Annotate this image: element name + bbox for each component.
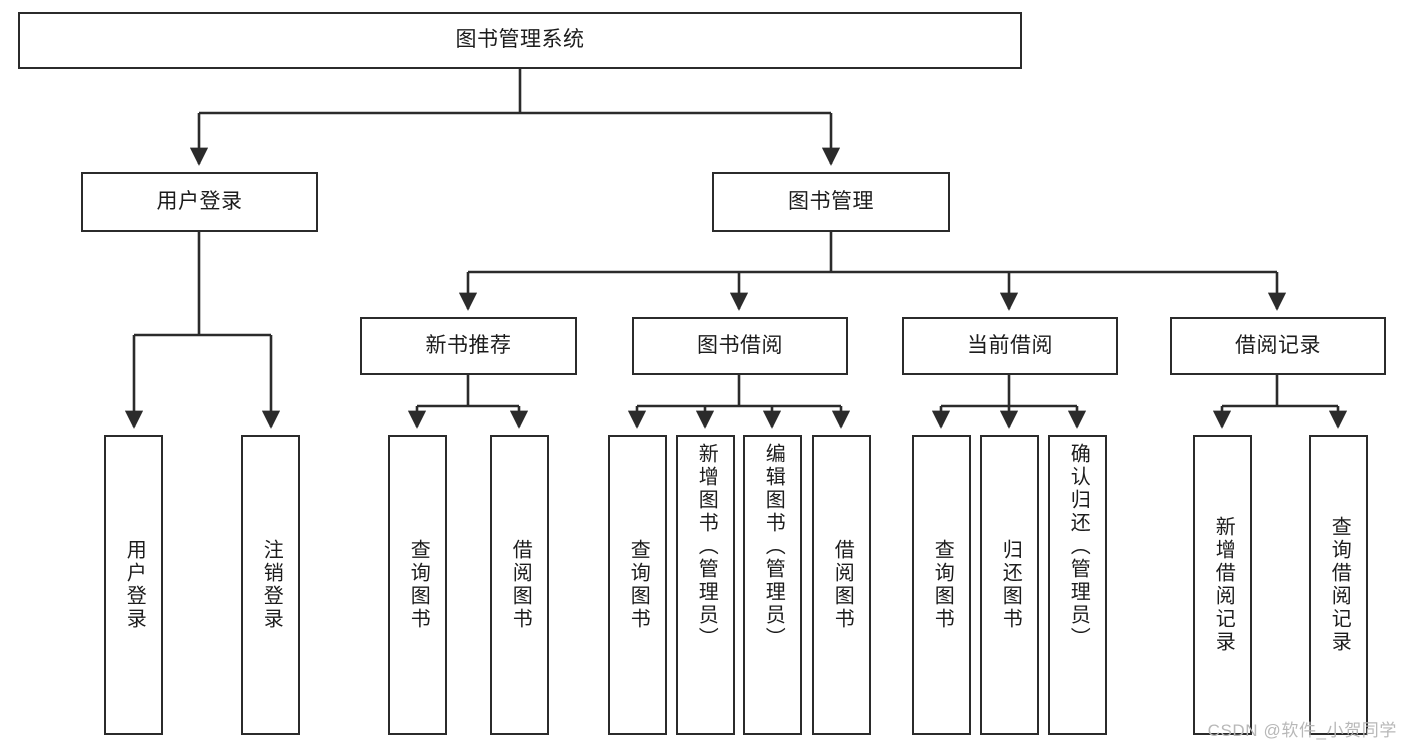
leaf-user-login[interactable]: 用户登录 bbox=[104, 435, 163, 735]
leaf-add-record[interactable]: 新增借阅记录 bbox=[1193, 435, 1252, 735]
node-label: 借阅图书 bbox=[509, 539, 532, 631]
leaf-add-book[interactable]: 新增图书（管理员） bbox=[676, 435, 735, 735]
leaf-query-book-1[interactable]: 查询图书 bbox=[388, 435, 447, 735]
node-label: 图书管理 bbox=[788, 189, 874, 213]
leaf-return-book[interactable]: 归还图书 bbox=[980, 435, 1039, 735]
node-root-system[interactable]: 图书管理系统 bbox=[18, 12, 1022, 69]
leaf-edit-book[interactable]: 编辑图书（管理员） bbox=[743, 435, 802, 735]
node-label: 查询图书 bbox=[407, 539, 430, 631]
node-book-manage[interactable]: 图书管理 bbox=[712, 172, 950, 232]
leaf-query-book-3[interactable]: 查询图书 bbox=[912, 435, 971, 735]
node-label: 图书管理系统 bbox=[455, 28, 585, 52]
node-label: 查询借阅记录 bbox=[1328, 516, 1351, 654]
node-label: 图书借阅 bbox=[697, 333, 783, 357]
leaf-borrow-book-1[interactable]: 借阅图书 bbox=[490, 435, 549, 735]
node-label: 注销登录 bbox=[260, 539, 283, 631]
watermark-text: CSDN @软件_小贺同学 bbox=[1207, 721, 1397, 740]
node-label: 用户登录 bbox=[123, 539, 146, 631]
node-book-borrow[interactable]: 图书借阅 bbox=[632, 317, 848, 375]
node-current-borrow[interactable]: 当前借阅 bbox=[902, 317, 1118, 375]
node-label: 查询图书 bbox=[931, 539, 954, 631]
node-label: 归还图书 bbox=[999, 539, 1022, 631]
node-user-login[interactable]: 用户登录 bbox=[81, 172, 318, 232]
leaf-user-logout[interactable]: 注销登录 bbox=[241, 435, 300, 735]
node-new-book-recommend[interactable]: 新书推荐 bbox=[360, 317, 577, 375]
node-label: 编辑图书（管理员） bbox=[762, 443, 785, 650]
node-label: 查询图书 bbox=[627, 539, 650, 631]
node-label: 新增借阅记录 bbox=[1212, 516, 1235, 654]
leaf-query-book-2[interactable]: 查询图书 bbox=[608, 435, 667, 735]
node-label: 新书推荐 bbox=[425, 333, 512, 357]
node-label: 借阅图书 bbox=[831, 539, 854, 631]
node-label: 借阅记录 bbox=[1235, 333, 1321, 357]
node-label: 用户登录 bbox=[156, 189, 243, 213]
leaf-borrow-book-2[interactable]: 借阅图书 bbox=[812, 435, 871, 735]
node-label: 新增图书（管理员） bbox=[695, 443, 718, 650]
leaf-confirm-return[interactable]: 确认归还（管理员） bbox=[1048, 435, 1107, 735]
node-borrow-record[interactable]: 借阅记录 bbox=[1170, 317, 1386, 375]
node-label: 确认归还（管理员） bbox=[1067, 443, 1090, 650]
node-label: 当前借阅 bbox=[967, 333, 1053, 357]
leaf-query-record[interactable]: 查询借阅记录 bbox=[1309, 435, 1368, 735]
